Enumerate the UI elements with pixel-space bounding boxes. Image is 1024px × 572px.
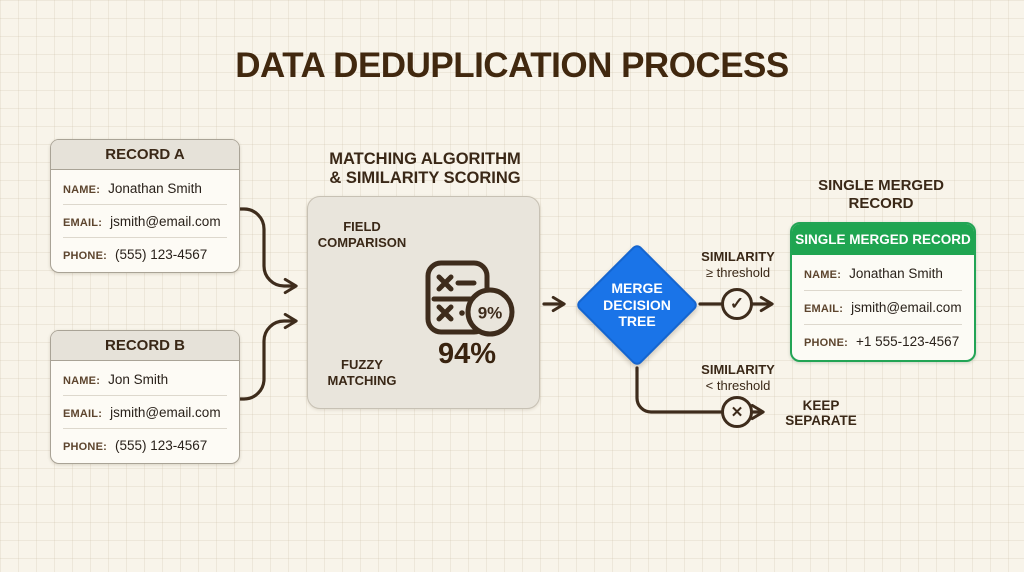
matching-title-line2: & SIMILARITY SCORING	[329, 169, 521, 187]
field-label: EMAIL:	[63, 216, 103, 229]
field-label: NAME:	[804, 269, 842, 281]
fuzzy-matching-label: FUZZY MATCHING	[327, 357, 397, 388]
decision-line1: MERGE	[611, 280, 663, 296]
record-a-card: RECORD A NAME: Jonathan Smith EMAIL: jsm…	[50, 139, 240, 273]
record-a-row-name: NAME: Jonathan Smith	[63, 172, 227, 205]
check-icon: ✓	[721, 288, 753, 320]
yes-branch-label: SIMILARITY ≥ threshold	[678, 249, 798, 281]
merge-decision-label: MERGE DECISION TREE	[577, 280, 697, 330]
field-value: (555) 123-4567	[114, 246, 208, 262]
yes-branch-line2: ≥ threshold	[705, 265, 771, 280]
record-b-body: NAME: Jon Smith EMAIL: jsmith@email.com …	[51, 361, 239, 463]
record-b-row-email: EMAIL: jsmith@email.com	[63, 396, 227, 429]
x-icon: ✕	[721, 396, 753, 428]
badge-percent: 9%	[478, 304, 503, 323]
field-label: PHONE:	[63, 249, 107, 262]
field-label: PHONE:	[804, 337, 848, 349]
field-value: jsmith@email.com	[110, 213, 221, 229]
merged-row-name: NAME: Jonathan Smith	[804, 257, 962, 291]
field-label: EMAIL:	[63, 407, 103, 420]
check-glyph: ✓	[729, 294, 745, 313]
similarity-score: 94%	[437, 338, 497, 370]
merged-title-line2: RECORD	[848, 194, 914, 212]
decision-line2: DECISION	[603, 296, 671, 313]
record-b-row-name: NAME: Jon Smith	[63, 363, 227, 396]
yes-branch-line1: SIMILARITY	[701, 249, 775, 264]
record-a-body: NAME: Jonathan Smith EMAIL: jsmith@email…	[51, 170, 239, 272]
arrow-record-b-to-matching	[236, 312, 298, 401]
matching-section-title: MATCHING ALGORITHM & SIMILARITY SCORING	[315, 150, 535, 188]
field-value: (555) 123-4567	[114, 437, 208, 453]
field-value: jsmith@email.com	[851, 300, 962, 315]
field-value: jsmith@email.com	[110, 404, 221, 420]
record-a-row-email: EMAIL: jsmith@email.com	[63, 205, 227, 238]
merged-row-phone: PHONE: +1 555-123-4567	[804, 325, 962, 358]
no-branch-line1: SIMILARITY	[701, 362, 775, 377]
no-branch-label: SIMILARITY < threshold	[678, 362, 798, 394]
matching-title-line1: MATCHING ALGORITHM	[329, 150, 521, 168]
keep-line: KEEP	[802, 398, 840, 413]
no-branch-line2: < threshold	[705, 378, 771, 393]
field-label: PHONE:	[63, 440, 107, 453]
record-a-header: RECORD A	[51, 140, 239, 170]
merged-row-email: EMAIL: jsmith@email.com	[804, 291, 962, 325]
record-b-header: RECORD B	[51, 331, 239, 361]
merged-section-title: SINGLE MERGED RECORD	[790, 177, 972, 212]
keep-separate-label: KEEP SEPARATE	[777, 398, 865, 428]
field-label: NAME:	[63, 183, 101, 196]
field-label: EMAIL:	[804, 303, 844, 315]
field-label: NAME:	[63, 374, 101, 387]
merged-record-card: SINGLE MERGED RECORD NAME: Jonathan Smit…	[790, 222, 976, 362]
separate-line: SEPARATE	[785, 412, 857, 428]
record-b-row-phone: PHONE: (555) 123-4567	[63, 429, 227, 461]
field-value: Jon Smith	[108, 371, 169, 387]
x-glyph: ✕	[730, 404, 744, 421]
field-comparison-label: FIELD COMPARISON	[317, 219, 407, 250]
field-value: Jonathan Smith	[849, 266, 943, 281]
field-value: Jonathan Smith	[108, 180, 202, 196]
arrow-record-a-to-matching	[236, 207, 298, 295]
page-title: DATA DEDUPLICATION PROCESS	[235, 46, 789, 85]
merged-title-line1: SINGLE MERGED	[818, 177, 944, 194]
merged-record-header: SINGLE MERGED RECORD	[792, 224, 974, 255]
record-a-row-phone: PHONE: (555) 123-4567	[63, 238, 227, 270]
record-b-card: RECORD B NAME: Jon Smith EMAIL: jsmith@e…	[50, 330, 240, 464]
calculator-percentage-icon: 9%	[425, 260, 515, 337]
field-value: +1 555-123-4567	[855, 334, 960, 349]
decision-line3: TREE	[618, 313, 656, 329]
merged-record-body: NAME: Jonathan Smith EMAIL: jsmith@email…	[792, 255, 974, 360]
